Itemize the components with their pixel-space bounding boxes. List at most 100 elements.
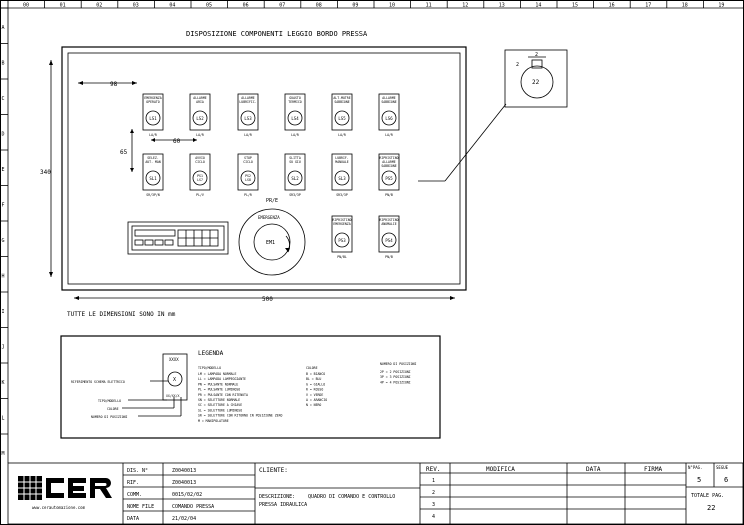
legend-ref-label: RIFERIMENTO SCHEMA ELETTRICO <box>71 380 125 384</box>
segue-label: SEGUE <box>716 465 729 470</box>
rev-number: 4 <box>432 514 435 520</box>
panel-inner-outline <box>67 52 461 285</box>
row2-sl1-label: SELEZ. <box>147 156 159 160</box>
legend-sample-mark: X <box>173 377 176 383</box>
row2-ps1-ls7-code: LS7 <box>197 178 203 182</box>
ruler-row-J: J <box>2 345 5 351</box>
row1-ls6-tag: LA/R <box>385 133 393 137</box>
legend-pos-heading: NUMERO DI POSIZIONI <box>380 362 417 366</box>
ruler-col-09: 09 <box>352 3 358 9</box>
row1-ls3-label: LUBRIFIC. <box>239 100 256 104</box>
legend-colors-item: V = VERDE <box>306 393 323 397</box>
ruler-row-K: K <box>2 380 5 386</box>
firma-label: FIRMA <box>644 466 662 473</box>
legend-tipo-label: TIPO/MODELLO <box>98 399 121 403</box>
dimension-height-label: 340 <box>40 169 51 176</box>
row2-sl2-code: SL2 <box>291 176 299 181</box>
row1-ls2-label: ARIA <box>196 100 204 104</box>
legend: LEGENDA XXXX X XX/XX/X RIFERIMENTO SCHEM… <box>60 335 441 439</box>
dimension-row-pitch: 65 <box>120 129 134 172</box>
dimension-row-pitch-label: 65 <box>120 149 128 156</box>
detail-dim-a: 2 <box>535 52 538 58</box>
row1-ls4-code: LS4 <box>291 116 299 121</box>
row2-sl3-label: LUBRIF. <box>335 156 349 160</box>
legend-sample-code: XXXX <box>169 357 179 362</box>
legend-colors-item: A = ARANCIO <box>306 398 327 402</box>
row2-ps2-ls8-tag: PL/R <box>244 193 252 197</box>
row2-sl2-label: SLITTA <box>289 156 301 160</box>
row2-ps1-ls7-code: PS1 <box>197 174 203 178</box>
segue-value: 6 <box>724 476 728 484</box>
descr-value-2: PRESSA IDRAULICA <box>259 502 307 508</box>
legend-types-item: M = MANIPOLATORE <box>198 419 229 423</box>
row3-ps4-label: RIPRISTINO <box>379 218 398 222</box>
row2-sl3-tag: SR3/3P <box>336 193 348 197</box>
row1-ls4-label: TERMICO <box>288 100 302 104</box>
row2-ps1-ls7-tag: PL/V <box>196 193 204 197</box>
row3-ps3-code: PS3 <box>338 238 346 243</box>
units-note: TUTTE LE DIMENSIONI SONO IN mm <box>67 311 176 318</box>
legend-positions-item: 4P = 4 POSIZIONI <box>380 380 411 384</box>
row2-ps5-label: RIPRISTINO <box>379 156 398 160</box>
row2-ps5-tag: PN/B <box>385 193 393 197</box>
dimension-width: 500 <box>74 296 455 303</box>
row2-sl2-tag: SR3/3P <box>289 193 301 197</box>
rev-number: 1 <box>432 478 435 484</box>
dis-label: DIS. N° <box>127 468 148 474</box>
ruler-col-02: 02 <box>96 3 102 9</box>
comm-label: COMM. <box>127 492 142 498</box>
modifica-label: MODIFICA <box>486 466 515 473</box>
data-label: DATA <box>127 516 139 522</box>
row2-ps1-ls7-label: AVVIO <box>195 156 205 160</box>
ruler-row-I: I <box>2 309 5 315</box>
ruler-col-08: 08 <box>316 3 322 9</box>
ruler-row-L: L <box>2 416 5 422</box>
legend-tipo-heading: TIPO/MODELLO <box>198 366 221 370</box>
detail-callout: 2 2 22 <box>418 49 568 182</box>
row2-ps2-ls8-code: LS8 <box>245 178 251 182</box>
ruler-col-19: 19 <box>718 3 724 9</box>
legend-colori-heading: COLORE <box>306 366 318 370</box>
emergency-label: EMERGENZA <box>258 215 280 220</box>
ruler-col-05: 05 <box>206 3 212 9</box>
row2-sl1-tag: SR/3P/N <box>146 193 160 197</box>
row3-ps4-tag: PN/B <box>385 255 393 259</box>
detail-dim-dia: 22 <box>532 79 540 86</box>
ruler-col-06: 06 <box>243 3 249 9</box>
ruler-col-04: 04 <box>169 3 175 9</box>
row2-sl2-label: SU GIU <box>289 160 301 164</box>
ruler-col-11: 11 <box>426 3 432 9</box>
legend-colors-item: G = GIALLO <box>306 382 325 386</box>
row3-ps3-label: RIPRISTINO <box>332 218 351 222</box>
dimension-col-pitch-label: 60 <box>173 138 181 145</box>
row1-ls5-tag: LA/R <box>338 133 346 137</box>
dimension-left-offset: 98 <box>78 81 137 88</box>
ruler-row-H: H <box>2 274 5 280</box>
ruler-col-13: 13 <box>499 3 505 9</box>
row1-ls6-label: ALLARME <box>382 96 396 100</box>
digital-display <box>127 221 229 255</box>
row2-sl3-label: MANUALE <box>335 160 349 164</box>
legend-positions-item: 3P = 3 POSIZIONI <box>380 375 411 379</box>
row1-ls6-code: LS6 <box>385 116 393 121</box>
legend-positions-item: 2P = 2 POSIZIONI <box>380 370 411 374</box>
descr-label: DESCRIZIONE: <box>259 494 295 500</box>
company-logo: www.cerautomazione.com <box>18 476 112 510</box>
legend-types-item: LL = LAMPADA LAMPEGGIANTE <box>198 377 246 381</box>
legend-colors-item: N = NERO <box>306 403 321 407</box>
row1-ls3-tag: LA/R <box>244 133 252 137</box>
row1-ls1-label: OPERATO <box>146 100 160 104</box>
row1-ls2-label: ALLARME <box>193 96 207 100</box>
ruler-row-M: M <box>2 451 5 457</box>
row2-sl3-code: SL3 <box>338 176 346 181</box>
nome-file-label: NOME FILE <box>127 504 154 510</box>
row3-ps4-label: ANOMALIE <box>381 222 396 226</box>
